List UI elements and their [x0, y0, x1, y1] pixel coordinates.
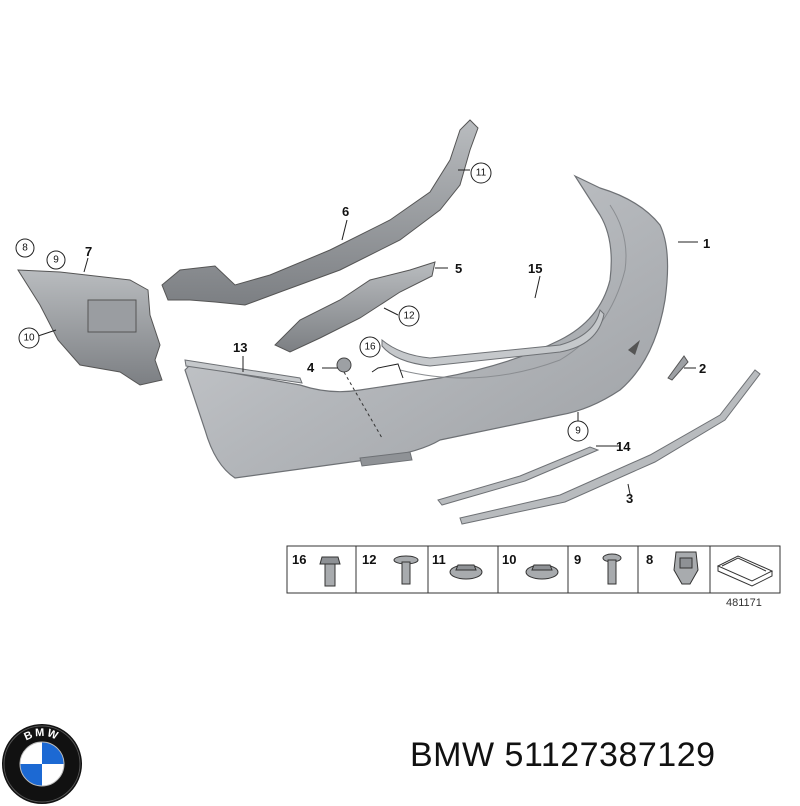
bumper-cover — [184, 174, 669, 479]
circled-label-11: 11 — [470, 162, 492, 184]
label-3: 3 — [626, 491, 633, 506]
flange-nut-11-icon — [449, 564, 483, 580]
bumper-carrier-6 — [161, 119, 479, 306]
bmw-logo-icon: BMW — [2, 724, 82, 804]
circled-label-9-bracket: 9 — [46, 250, 66, 270]
svg-text:BMW: BMW — [22, 727, 61, 743]
circled-label-9-bumper: 9 — [567, 420, 589, 442]
screw-9-icon — [602, 553, 622, 585]
bracket-5 — [274, 261, 436, 353]
circled-label-10: 10 — [18, 327, 40, 349]
bolt-16-icon — [319, 556, 341, 587]
legend-label-8: 8 — [646, 552, 653, 567]
part-number-caption: BMW 51127387129 — [410, 736, 716, 774]
svg-text:9: 9 — [575, 426, 581, 437]
svg-text:8: 8 — [22, 243, 28, 254]
installation-arrow-icon — [716, 555, 774, 587]
svg-text:11: 11 — [476, 168, 487, 179]
clip-4 — [336, 357, 352, 373]
legend-label-12: 12 — [362, 552, 376, 567]
bumper-emblem — [628, 340, 640, 355]
svg-text:10: 10 — [23, 333, 35, 344]
svg-text:9: 9 — [53, 255, 59, 266]
trim-strip-14 — [437, 446, 600, 506]
trim-strip-3 — [459, 369, 761, 525]
label-2: 2 — [699, 361, 706, 376]
label-14: 14 — [616, 439, 631, 454]
label-1: 1 — [703, 236, 710, 251]
clip-8-icon — [673, 551, 699, 585]
reflector-2 — [667, 355, 689, 381]
circled-label-16: 16 — [359, 336, 381, 358]
fastener-legend: 16 12 11 10 9 8 — [286, 545, 781, 609]
svg-text:12: 12 — [403, 311, 415, 322]
legend-label-11: 11 — [432, 552, 446, 567]
leader-lines — [37, 169, 698, 495]
legend-label-16: 16 — [292, 552, 306, 567]
side-bracket-pocket — [87, 299, 137, 333]
label-5: 5 — [455, 261, 462, 276]
label-15: 15 — [528, 261, 542, 276]
label-4: 4 — [307, 360, 315, 375]
circled-label-12: 12 — [398, 305, 420, 327]
svg-text:16: 16 — [364, 342, 376, 353]
legend-label-9: 9 — [574, 552, 581, 567]
bumper-reflector — [359, 451, 413, 467]
clip-4-leader — [343, 371, 383, 439]
label-13: 13 — [233, 340, 247, 355]
flange-nut-10-icon — [525, 564, 559, 580]
diagram-code: 481171 — [726, 597, 762, 609]
label-6: 6 — [342, 204, 349, 219]
circled-label-8: 8 — [15, 238, 35, 258]
label-7: 7 — [85, 244, 92, 259]
legend-label-10: 10 — [502, 552, 516, 567]
screw-12-icon — [393, 555, 419, 585]
trim-strip-15 — [381, 308, 605, 367]
